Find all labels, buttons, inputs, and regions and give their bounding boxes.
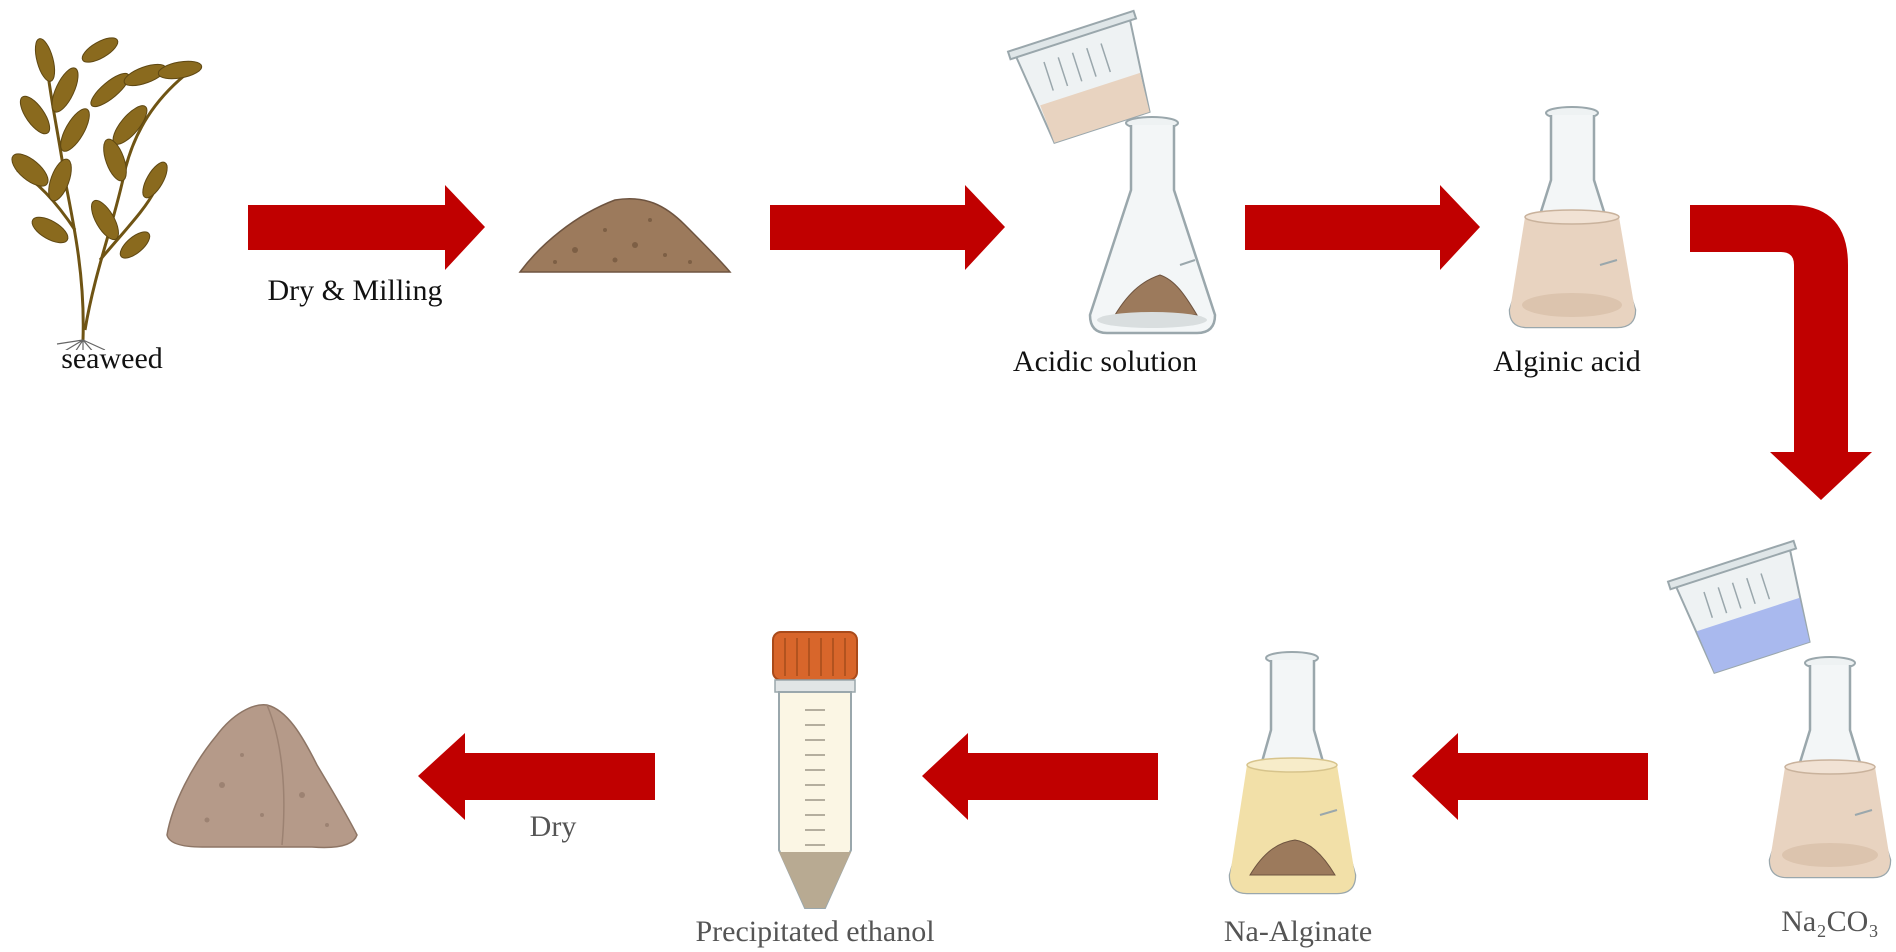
label-acidic-solution: Acidic solution <box>1012 345 1198 378</box>
arrow-7 <box>418 733 655 820</box>
label-dry-milling: Dry & Milling <box>267 274 443 307</box>
erlenmeyer-flask-icon <box>1508 106 1637 329</box>
arrow-6 <box>922 733 1158 820</box>
arrow-4-bend <box>1690 205 1872 500</box>
erlenmeyer-flask-icon <box>1088 116 1217 335</box>
dried-powder-icon <box>166 704 358 849</box>
erlenmeyer-flask-icon <box>1228 651 1357 895</box>
arrow-1 <box>248 185 485 270</box>
arrow-2 <box>770 185 1005 270</box>
seaweed-icon <box>11 37 203 350</box>
label-precipitated-ethanol: Precipitated ethanol <box>695 915 935 948</box>
label-seaweed: seaweed <box>61 342 163 375</box>
beaker-icon <box>1006 9 1151 144</box>
label-na2co3: Na₂CO₃ <box>1781 905 1879 938</box>
arrow-5 <box>1412 733 1648 820</box>
erlenmeyer-flask-icon <box>1768 656 1892 879</box>
powder-pile-icon <box>518 198 732 273</box>
label-dry: Dry <box>529 810 577 843</box>
beaker-icon <box>1666 539 1811 674</box>
arrow-3 <box>1245 185 1480 270</box>
label-alginic-acid: Alginic acid <box>1493 345 1641 378</box>
centrifuge-tube-icon <box>772 631 858 909</box>
label-na-alginate: Na-Alginate <box>1223 915 1373 948</box>
